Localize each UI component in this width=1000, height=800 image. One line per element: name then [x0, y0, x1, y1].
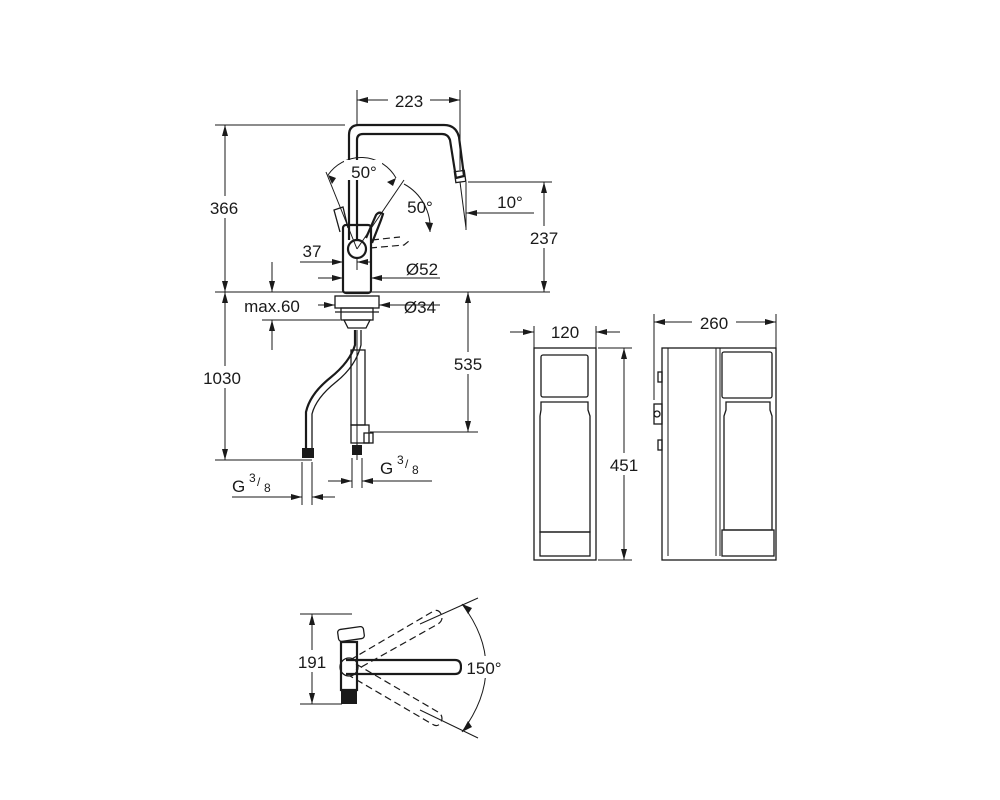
filter-side-clip-bottom [657, 439, 663, 451]
svg-text:/: / [405, 457, 409, 471]
top-spout [346, 658, 463, 676]
thread-label-right: G 3 / 8 [380, 453, 419, 478]
svg-text:8: 8 [264, 481, 271, 495]
svg-text:8: 8 [412, 463, 419, 477]
dim-top-depth-191: 191 [298, 653, 326, 672]
dim-height-366: 366 [210, 199, 238, 218]
hose-left [304, 330, 357, 452]
dim-diameter-52: Ø52 [406, 260, 438, 279]
dim-diameter-34: Ø34 [404, 298, 436, 317]
filter-side-cartridge [723, 401, 773, 531]
filter-side-head [721, 351, 773, 399]
spout-tip [453, 169, 467, 184]
svg-text:G: G [380, 459, 393, 478]
dim-filter-width-120: 120 [551, 323, 579, 342]
valve [363, 432, 374, 444]
top-lever [337, 625, 365, 643]
lever-ghost [369, 236, 410, 249]
filter-side-connector [653, 403, 663, 425]
filter-front-housing [533, 347, 597, 561]
svg-text:/: / [257, 475, 261, 489]
filter-front-base [539, 531, 591, 557]
dim-hose-1030: 1030 [203, 369, 241, 388]
dim-angle-lever: 50° [351, 163, 377, 182]
dim-swivel-angle-150: 150° [466, 659, 501, 678]
filter-side-clip-top [657, 371, 663, 383]
filter-front-view: 120 451 [510, 323, 646, 561]
thread-label-left: G 3 / 8 [232, 471, 271, 496]
top-thread [341, 690, 357, 704]
hose-left-outer [311, 330, 362, 452]
svg-text:G: G [232, 477, 245, 496]
dim-angle-lever-side: 50° [407, 198, 433, 217]
faucet-side-view: 223 366 50° 50° 10° 237 [196, 90, 566, 505]
top-spout-ghost-upper [349, 609, 443, 671]
svg-text:3: 3 [249, 471, 256, 485]
dim-angle-spout: 10° [497, 193, 523, 212]
dim-filter-depth-260: 260 [700, 314, 728, 333]
hose-left-fitting [302, 448, 314, 458]
dim-deck-max: max.60 [244, 297, 300, 316]
filter-front-head [540, 354, 589, 398]
svg-text:3: 3 [397, 453, 404, 467]
dim-offset-37: 37 [303, 242, 322, 261]
faucet-lever [364, 211, 385, 244]
mount-shank [340, 307, 374, 321]
top-spout-ghost-lower [349, 663, 443, 727]
filter-side-view: 260 [653, 312, 777, 561]
dim-filter-height-451: 451 [610, 456, 638, 475]
filter-side-base [721, 529, 775, 557]
hose-right-fitting [350, 424, 370, 444]
dim-width-223: 223 [395, 92, 423, 111]
mount-nut [334, 295, 380, 309]
faucet-spout [347, 123, 466, 240]
filter-front-cartridge [539, 401, 591, 533]
hose-right [350, 349, 366, 426]
faucet-top-view: 191 150° [290, 597, 504, 739]
dim-height-237: 237 [530, 229, 558, 248]
top-body [339, 640, 359, 692]
dim-depth-535: 535 [454, 355, 482, 374]
filter-side-housing [661, 347, 777, 561]
lever-side [333, 206, 349, 233]
mount-washer [335, 311, 379, 329]
